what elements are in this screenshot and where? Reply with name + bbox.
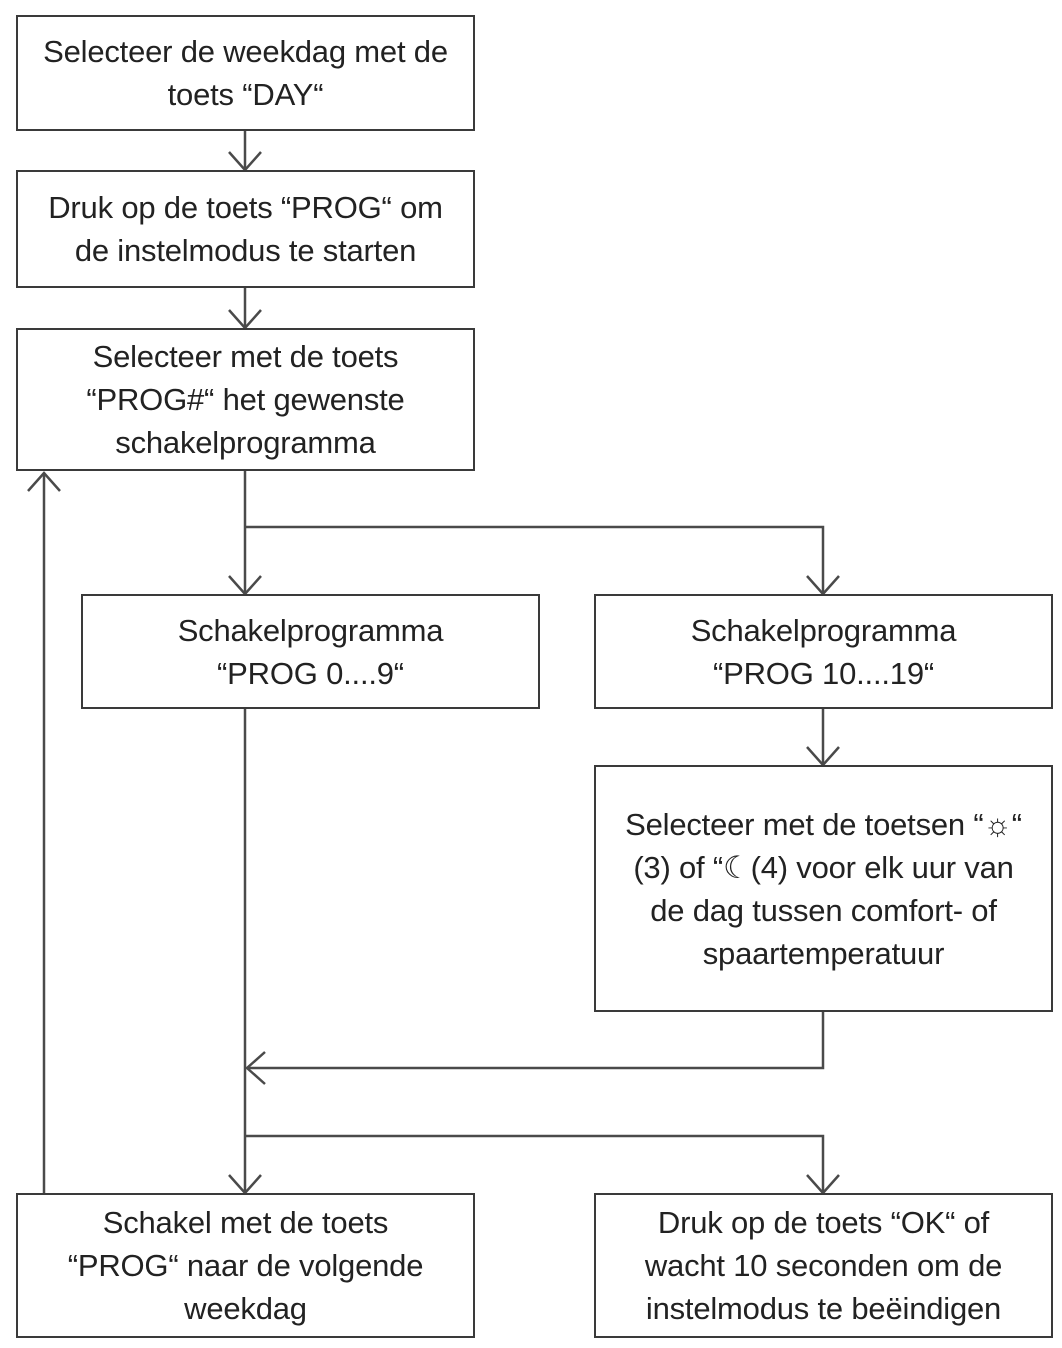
node-program-0-9-text: Schakelprogramma “PROG 0....9“ bbox=[177, 612, 444, 691]
node-select-comfort-eco-text: Selecteer met de toetsen “☼“ (3) of “☾(4… bbox=[625, 806, 1022, 971]
arrowhead-loop-back bbox=[27, 471, 61, 492]
arrowhead-merge bbox=[245, 1051, 266, 1085]
node-select-program: Selecteer met de toets “PROG#“ het gewen… bbox=[16, 328, 475, 471]
node-select-comfort-eco: Selecteer met de toetsen “☼“ (3) of “☾(4… bbox=[594, 765, 1053, 1012]
node-program-10-19: Schakelprogramma “PROG 10....19“ bbox=[594, 594, 1053, 709]
edge-split-to-press-ok bbox=[245, 1134, 825, 1193]
node-next-weekday-text: Schakel met de toets “PROG“ naar de volg… bbox=[67, 1205, 424, 1326]
node-press-prog-start: Druk op de toets “PROG“ om de instelmodu… bbox=[16, 170, 475, 288]
node-select-weekday-text: Selecteer de weekdag met de toets “DAY“ bbox=[43, 34, 448, 112]
edge-comfort-eco-to-merge bbox=[247, 1012, 825, 1070]
node-press-prog-start-text: Druk op de toets “PROG“ om de instelmodu… bbox=[48, 190, 443, 268]
node-press-ok-end: Druk op de toets “OK“ of wacht 10 second… bbox=[594, 1193, 1053, 1338]
node-press-ok-end-text: Druk op de toets “OK“ of wacht 10 second… bbox=[644, 1205, 1003, 1326]
node-next-weekday: Schakel met de toets “PROG“ naar de volg… bbox=[16, 1193, 475, 1338]
node-program-10-19-text: Schakelprogramma “PROG 10....19“ bbox=[690, 612, 957, 691]
edge-split-to-program-10-19 bbox=[245, 525, 825, 594]
node-select-weekday: Selecteer de weekdag met de toets “DAY“ bbox=[16, 15, 475, 131]
node-select-program-text: Selecteer met de toets “PROG#“ het gewen… bbox=[86, 339, 405, 460]
node-program-0-9: Schakelprogramma “PROG 0....9“ bbox=[81, 594, 540, 709]
